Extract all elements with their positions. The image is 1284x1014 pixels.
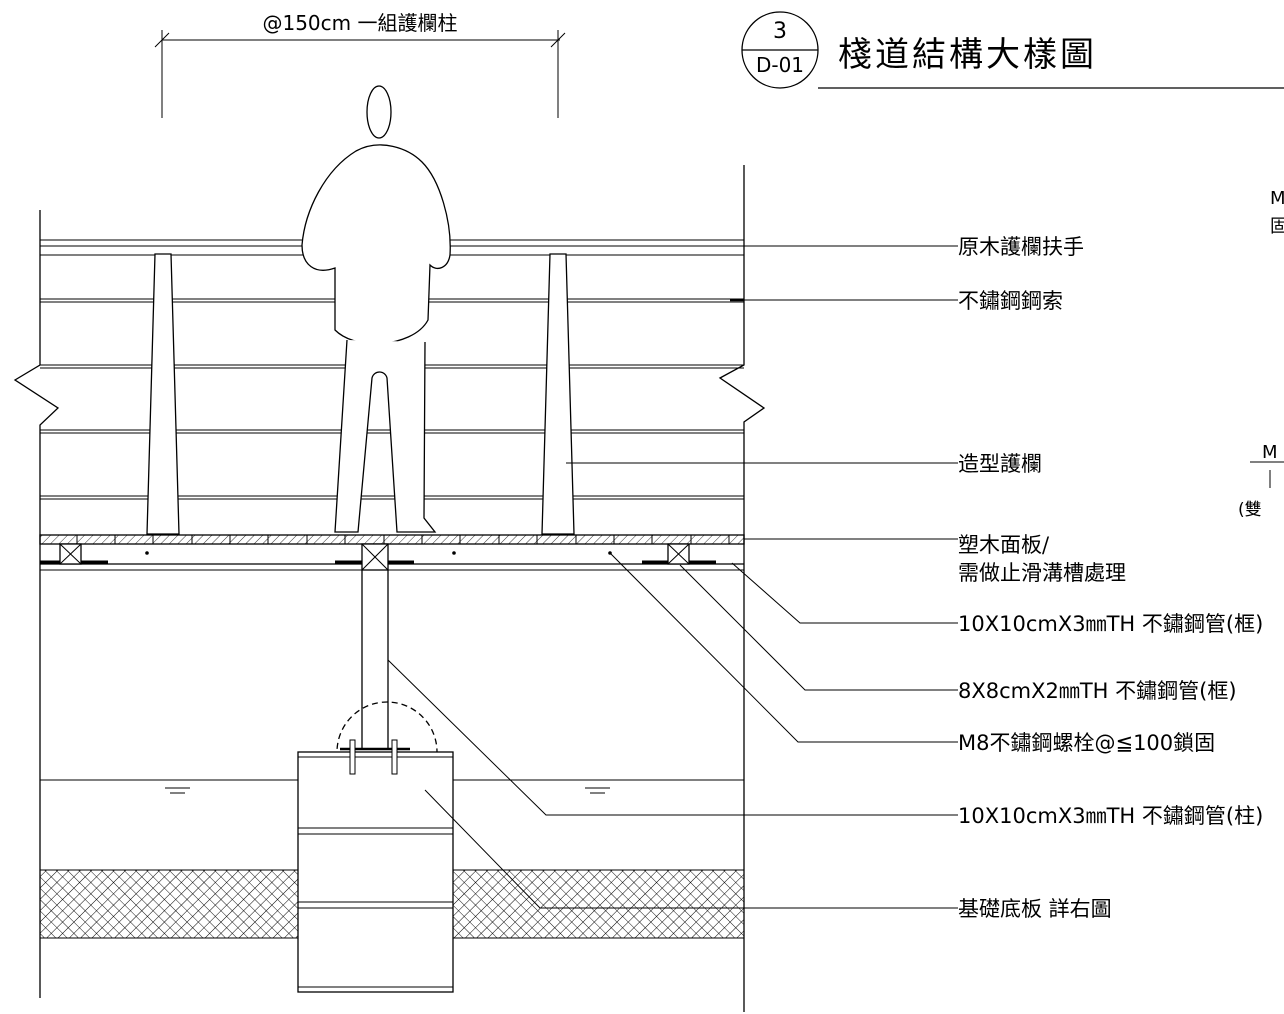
label-railing: 造型護欄 — [958, 452, 1042, 476]
railing-post-left — [146, 253, 180, 535]
edge-text-4: (雙 — [1238, 500, 1262, 520]
drawing-title: 棧道結構大樣圖 — [838, 35, 1097, 75]
callout-labels: 原木護欄扶手 不鏽鋼鋼索 造型護欄 塑木面板/ 需做止滑溝槽處理 10X10cm… — [958, 235, 1263, 921]
label-frame-10: 10X10cmX3㎜TH 不鏽鋼管(框) — [958, 612, 1263, 636]
soil-layer — [40, 869, 744, 939]
leader-lines — [387, 245, 958, 909]
sheet-number: D-01 — [756, 53, 804, 77]
section-boundary — [13, 165, 766, 1012]
label-deck-line2: 需做止滑溝槽處理 — [958, 561, 1126, 585]
label-handrail: 原木護欄扶手 — [958, 235, 1084, 259]
edge-text-1: M — [1270, 188, 1284, 209]
title-block: 3 D-01 棧道結構大樣圖 — [741, 11, 1284, 89]
label-footing: 基礎底板 詳右圖 — [958, 897, 1112, 921]
railing-post-right — [541, 253, 575, 535]
human-figure — [301, 85, 451, 533]
label-column: 10X10cmX3㎜TH 不鏽鋼管(柱) — [958, 804, 1263, 828]
cut-off-edge: M 固 M (雙 — [1238, 188, 1284, 520]
edge-text-3: M — [1262, 442, 1278, 463]
dimension: @150cm 一組護欄柱 — [154, 11, 566, 118]
railing-posts — [146, 253, 575, 535]
label-deck-line1: 塑木面板/ — [958, 533, 1050, 557]
label-bolt: M8不鏽鋼螺栓@≦100鎖固 — [958, 731, 1215, 755]
deck — [39, 534, 745, 545]
dimension-label: @150cm 一組護欄柱 — [262, 11, 457, 35]
edge-text-2: 固 — [1270, 216, 1284, 237]
water-level — [40, 779, 744, 794]
footing-drum — [297, 739, 454, 993]
detail-number: 3 — [773, 19, 787, 44]
steel-frame — [40, 543, 744, 571]
label-cable: 不鏽鋼鋼索 — [958, 289, 1063, 313]
label-frame-8: 8X8cmX2㎜TH 不鏽鋼管(框) — [958, 679, 1237, 703]
